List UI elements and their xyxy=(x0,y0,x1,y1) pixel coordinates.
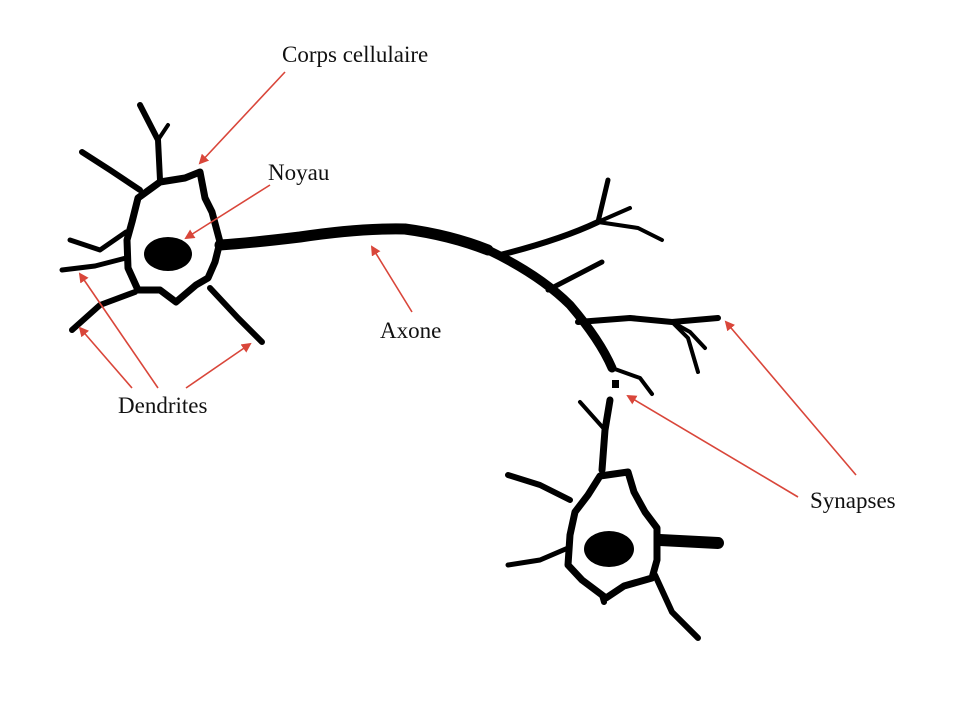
arrow-cell-body xyxy=(198,71,286,165)
arrow-dendrite-2 xyxy=(78,326,133,389)
arrow-synapse-2 xyxy=(724,320,857,476)
arrow-dendrite-3 xyxy=(185,342,252,389)
label-cell-body: Corps cellulaire xyxy=(282,42,428,67)
nucleus-lower xyxy=(584,531,634,567)
label-synapses: Synapses xyxy=(810,488,896,513)
synapse-gap-marker xyxy=(612,380,619,388)
arrow-dendrite-1 xyxy=(78,272,159,389)
cell-body-upper xyxy=(123,168,224,306)
neuron-lower xyxy=(505,396,724,641)
nucleus-upper xyxy=(144,237,192,271)
label-dendrites: Dendrites xyxy=(118,393,207,418)
label-axon: Axone xyxy=(380,318,441,343)
arrow-synapse-1 xyxy=(626,394,799,498)
label-nucleus: Noyau xyxy=(268,160,330,185)
axon xyxy=(214,177,721,396)
neuron-upper xyxy=(59,102,265,345)
callout-arrows xyxy=(78,71,857,498)
dendrites-upper xyxy=(59,102,265,345)
arrow-nucleus xyxy=(184,184,271,240)
arrow-axon xyxy=(370,245,413,313)
